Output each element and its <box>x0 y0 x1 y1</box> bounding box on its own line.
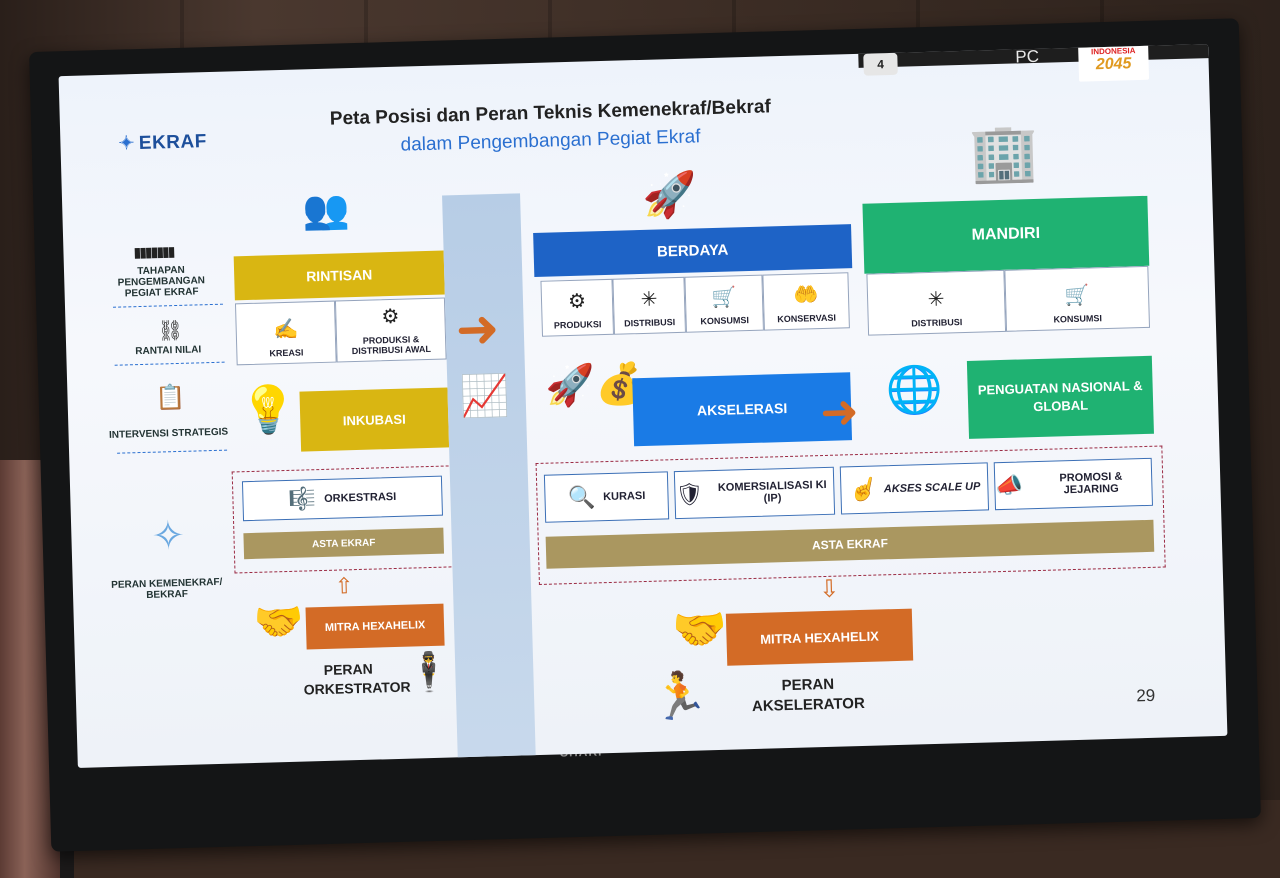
komersialisasi-box: 🛡 KOMERSIALISASI KI (IP) <box>673 466 836 520</box>
buildings-icon: 🏢 <box>968 119 1040 185</box>
gear-icon: ⚙ <box>381 305 400 329</box>
orange-arrow-icon: ➜ <box>819 384 860 439</box>
people-steps-icon: ▮▮▮▮▮▮▮ <box>133 243 174 261</box>
cell-label: KREASI <box>269 347 304 359</box>
kurasi-box: 🔍 KURASI <box>543 471 670 523</box>
bulb-dome-icon: 💡 <box>239 382 298 437</box>
berdaya-cell-produksi: ⚙ PRODUKSI <box>540 278 615 337</box>
slide-screen: 4 PC INDONESIA 2045 ✦EKRAF Peta Posisi d… <box>58 44 1228 768</box>
megaphone-icon: 📣 <box>995 472 1024 499</box>
label-intervensi: INTERVENSI STRATEGIS <box>108 426 229 441</box>
berdaya-cell-konservasi: 🤲 KONSERVASI <box>762 272 850 331</box>
cell-label: DISTRIBUSI <box>911 317 963 329</box>
peran-akselerator: PERAN AKSELERATOR <box>751 675 866 716</box>
akselerasi-box: AKSELERASI <box>632 372 853 447</box>
inkubasi-box: INKUBASI <box>299 387 450 452</box>
mandiri-cell-konsumsi: 🛒 KONSUMSI <box>1004 265 1151 332</box>
rocket-team-icon: 🚀 <box>641 170 698 221</box>
accelerator-figure-icon: 🏃 <box>650 669 710 723</box>
ekraf-logo: ✦EKRAF <box>118 130 207 155</box>
label-rantai-nilai: RANTAI NILAI <box>135 344 202 358</box>
hands-care-icon: 🤲 <box>793 284 819 307</box>
mitra-hexahelix-right: MITRA HEXAHELIX <box>725 608 914 666</box>
promosi-box: 📣 PROMOSI & JEJARING <box>993 457 1153 511</box>
program-label: PROMOSI & JEJARING <box>1059 470 1123 497</box>
slide-subtitle: dalam Pengembangan Pegiat Ekraf <box>400 126 701 156</box>
logo-2045-year: 2045 <box>1095 55 1132 74</box>
berdaya-header: BERDAYA <box>533 224 853 277</box>
label-tahapan: TAHAPAN PENGEMBANGAN PEGIAT EKRAF <box>117 264 206 300</box>
rintisan-cell-produksi: ⚙ PRODUKSI & DISTRIBUSI AWAL <box>334 297 447 363</box>
network-icon: ✳ <box>640 288 658 312</box>
rintisan-cell-kreasi: ✍ KREASI <box>234 300 337 366</box>
handshake-icon: 🤝 <box>671 604 728 656</box>
indonesia-2045-logo: INDONESIA 2045 <box>1078 44 1150 82</box>
cell-label: PRODUKSI <box>553 319 602 331</box>
penguatan-box: PENGUATAN NASIONAL & GLOBAL <box>966 355 1154 439</box>
scale-up-box: ☝ AKSES SCALE UP <box>839 462 990 515</box>
berdaya-cell-distribusi: ✳ DISTRIBUSI <box>612 276 686 335</box>
separator <box>113 303 224 308</box>
asta-ekraf-left: ASTA EKRAF <box>243 527 445 560</box>
chain-link-icon: ⛓ <box>157 319 184 343</box>
cart-icon: 🛒 <box>1064 284 1090 308</box>
mandiri-cell-distribusi: ✳ DISTRIBUSI <box>866 269 1007 336</box>
hand-idea-icon: ✍ <box>272 318 299 342</box>
slide-title: Peta Posisi dan Peran Teknis Kemenekraf/… <box>329 96 772 130</box>
cell-label: PRODUKSI & DISTRIBUSI AWAL <box>351 334 432 357</box>
camera-badge: 4 <box>863 52 898 76</box>
team-illustration-icon: 👥 <box>301 189 351 233</box>
arrow-up-icon: ⇧ <box>334 573 354 599</box>
program-label: KURASI <box>602 489 646 504</box>
cart-icon: 🛒 <box>711 286 737 310</box>
network-icon: ✳ <box>927 288 945 312</box>
program-label: AKSES SCALE UP <box>883 480 981 496</box>
pc-label: PC <box>1015 46 1040 67</box>
checklist-icon: 📋 <box>155 383 186 412</box>
separator <box>114 361 225 366</box>
arrow-down-icon: ⇩ <box>818 575 840 604</box>
handshake-icon: 🤝 <box>253 599 305 645</box>
page-number: 29 <box>1136 685 1156 706</box>
conductor-figure-icon: 🕴 <box>404 651 454 695</box>
orkestrasi-box: 🎼 ORKESTRASI <box>241 475 443 522</box>
cell-label: DISTRIBUSI <box>624 317 676 329</box>
cell-label: KONSERVASI <box>777 312 837 325</box>
growth-egg-icon: 📈 <box>459 373 511 420</box>
rocket-bulb-icon: 🚀💰 <box>544 361 646 409</box>
separator <box>117 449 228 454</box>
cell-label: KONSUMSI <box>1053 313 1103 325</box>
cell-label: KONSUMSI <box>700 315 750 327</box>
globe-rocket-icon: 🌐 <box>884 362 944 417</box>
gear-icon: ⚙ <box>567 290 587 314</box>
curation-icon: 🔍 <box>567 484 596 511</box>
orange-arrow-icon: ➜ <box>455 299 501 360</box>
ekraf-logo-text: EKRAF <box>138 131 208 154</box>
ekraf-star-icon: ✦ <box>118 133 136 155</box>
label-peran: PERAN KEMENEKRAF/ BEKRAF <box>111 576 223 601</box>
touch-icon: ☝ <box>848 476 877 503</box>
shield-bulb-icon: 🛡 <box>675 481 704 508</box>
rintisan-header: RINTISAN <box>233 250 445 301</box>
berdaya-cell-konsumsi: 🛒 KONSUMSI <box>684 274 764 333</box>
mitra-hexahelix-left: MITRA HEXAHELIX <box>305 603 445 650</box>
mandiri-header: MANDIRI <box>862 195 1150 274</box>
peran-orkestrator: PERAN ORKESTRATOR <box>303 660 411 698</box>
sparkle-icon: ✧ <box>150 513 186 559</box>
conductor-icon: 🎼 <box>288 486 317 512</box>
program-label: KOMERSIALISASI KI (IP) <box>717 478 827 505</box>
divider-pillar <box>442 193 537 768</box>
orkestrasi-label: ORKESTRASI <box>323 490 397 505</box>
